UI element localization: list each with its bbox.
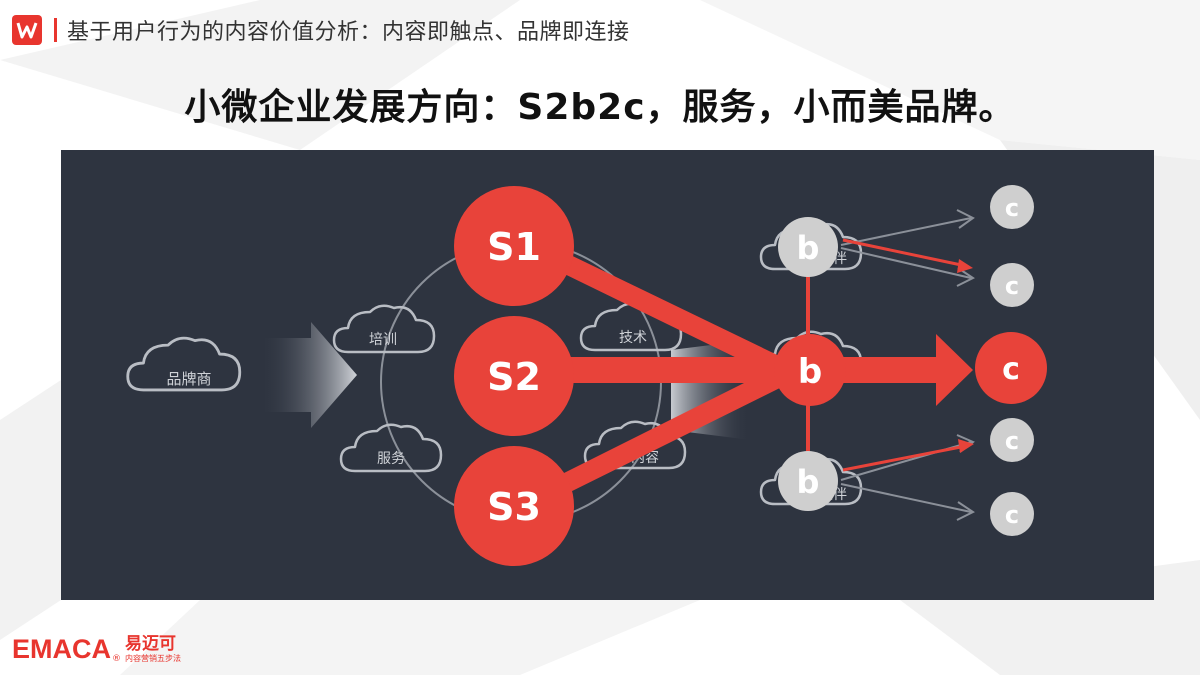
- b-node-center: [774, 334, 846, 406]
- supplier-node-s1: [454, 186, 574, 306]
- c-node: [990, 263, 1034, 307]
- c-node: [990, 185, 1034, 229]
- brand-node-label: 品牌商: [166, 370, 211, 388]
- b-node-label: b: [797, 463, 820, 501]
- w-logo-icon: [12, 15, 42, 45]
- brand-flow-arrow: [259, 322, 357, 428]
- ring-node-label: 服务: [377, 451, 405, 467]
- c-node-label: c: [1005, 272, 1019, 300]
- ring-node-label: 培训: [369, 332, 397, 348]
- supplier-node-label: S3: [487, 485, 541, 529]
- c-node-label: c: [1005, 427, 1019, 455]
- c-node: [990, 418, 1034, 462]
- s1-to-b-arrow: [546, 248, 796, 382]
- brand-cn-block: 易迈可 内容营销五步法: [125, 635, 181, 664]
- supplier-node-label: S1: [487, 225, 541, 269]
- supplier-node-s3: [454, 446, 574, 566]
- supplier-node-label: S2: [487, 355, 541, 399]
- header-divider: [54, 18, 57, 42]
- b-node-bottom: [778, 451, 838, 511]
- brand-en: EMACA: [12, 634, 111, 664]
- s3-to-b-arrow: [544, 362, 796, 500]
- reg-mark: ®: [112, 654, 121, 664]
- brand-cn: 易迈可: [125, 634, 176, 654]
- b-node-label: b: [797, 229, 820, 267]
- ring-node-label: 技术: [619, 330, 647, 346]
- red-b-to-c-arrows: [842, 238, 974, 472]
- s2-to-c-arrow: [553, 334, 973, 406]
- footer-logo: EMACA ® 易迈可 内容营销五步法: [12, 630, 181, 664]
- b-node-label: b: [798, 352, 822, 392]
- brand-slogan: 内容营销五步法: [125, 654, 181, 663]
- s2b2c-diagram: 品牌商 培训 服务 技术 内容 伙伴 伙伴: [61, 150, 1154, 600]
- page-title: 小微企业发展方向：S2b2c，服务，小而美品牌。: [184, 87, 1016, 128]
- c-node: [990, 492, 1034, 536]
- header-subtitle: 基于用户行为的内容价值分析：内容即触点、品牌即连接: [67, 20, 630, 45]
- header: 基于用户行为的内容价值分析：内容即触点、品牌即连接: [12, 14, 630, 46]
- c-node-highlight: [975, 332, 1047, 404]
- c-node-label: c: [1002, 352, 1020, 387]
- c-node-label: c: [1005, 501, 1019, 529]
- b-node-top: [778, 217, 838, 277]
- supplier-node-s2: [454, 316, 574, 436]
- c-node-label: c: [1005, 194, 1019, 222]
